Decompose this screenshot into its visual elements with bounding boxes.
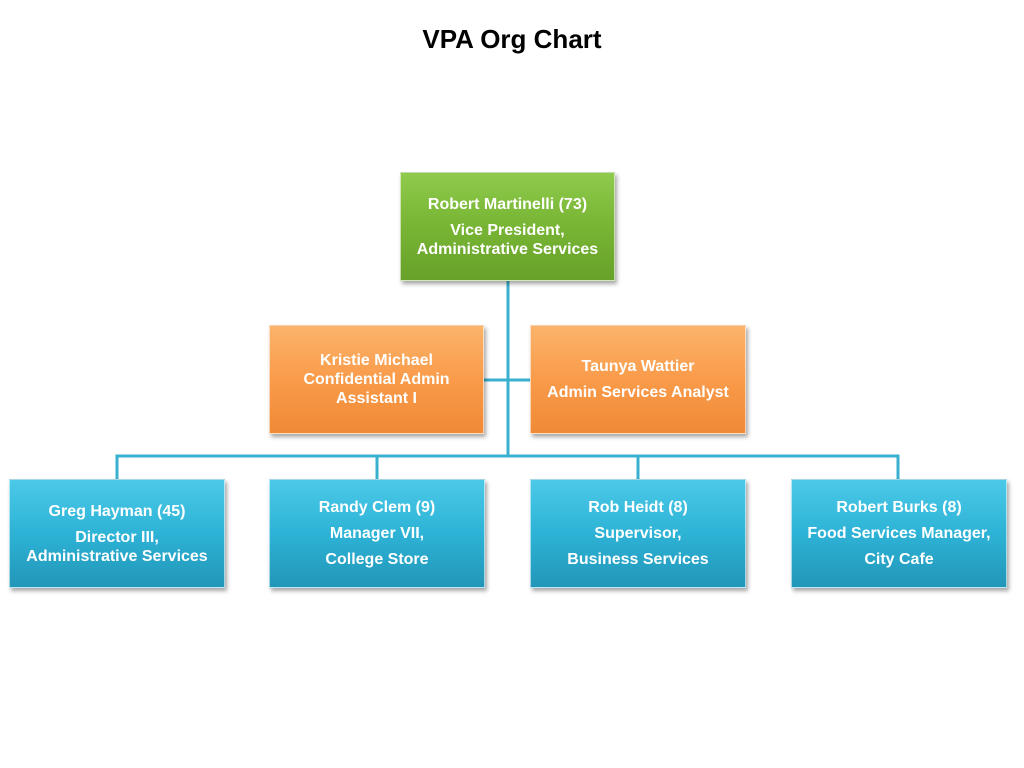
org-node-vice-president: Robert Martinelli (73) Vice President, A… <box>400 172 615 281</box>
node-role-line-1: Manager VII, <box>329 525 425 542</box>
node-name: Robert Burks (8) <box>836 499 962 516</box>
node-role-line-1: Supervisor, <box>594 525 682 542</box>
node-role-line-2: City Cafe <box>864 551 934 568</box>
node-text: Kristie Michael Confidential Admin Assis… <box>303 352 450 407</box>
node-role-line-1: Food Services Manager, <box>807 525 991 542</box>
org-node-food-services: Robert Burks (8) Food Services Manager, … <box>791 479 1007 588</box>
node-name: Robert Martinelli (73) <box>427 195 588 213</box>
org-node-director-administrative-services: Greg Hayman (45) Director III, Administr… <box>9 479 225 588</box>
page-title: VPA Org Chart <box>422 24 602 54</box>
node-name: Randy Clem (9) <box>318 499 436 516</box>
org-node-college-store: Randy Clem (9) Manager VII, College Stor… <box>269 479 485 588</box>
org-node-confidential-admin-assistant: Kristie Michael Confidential Admin Assis… <box>269 325 484 434</box>
node-role: Director III, Administrative Services <box>26 528 208 565</box>
node-name: Greg Hayman (45) <box>48 502 186 520</box>
node-name: Taunya Wattier <box>581 358 695 375</box>
node-role-line-2: College Store <box>325 551 429 568</box>
org-node-business-services: Rob Heidt (8) Supervisor, Business Servi… <box>530 479 746 588</box>
org-node-admin-services-analyst: Taunya Wattier Admin Services Analyst <box>530 325 746 434</box>
node-name: Rob Heidt (8) <box>588 499 688 516</box>
node-role: Admin Services Analyst <box>547 384 729 401</box>
node-role: Vice President, Administrative Services <box>416 221 599 258</box>
node-role-line-2: Business Services <box>567 551 709 568</box>
